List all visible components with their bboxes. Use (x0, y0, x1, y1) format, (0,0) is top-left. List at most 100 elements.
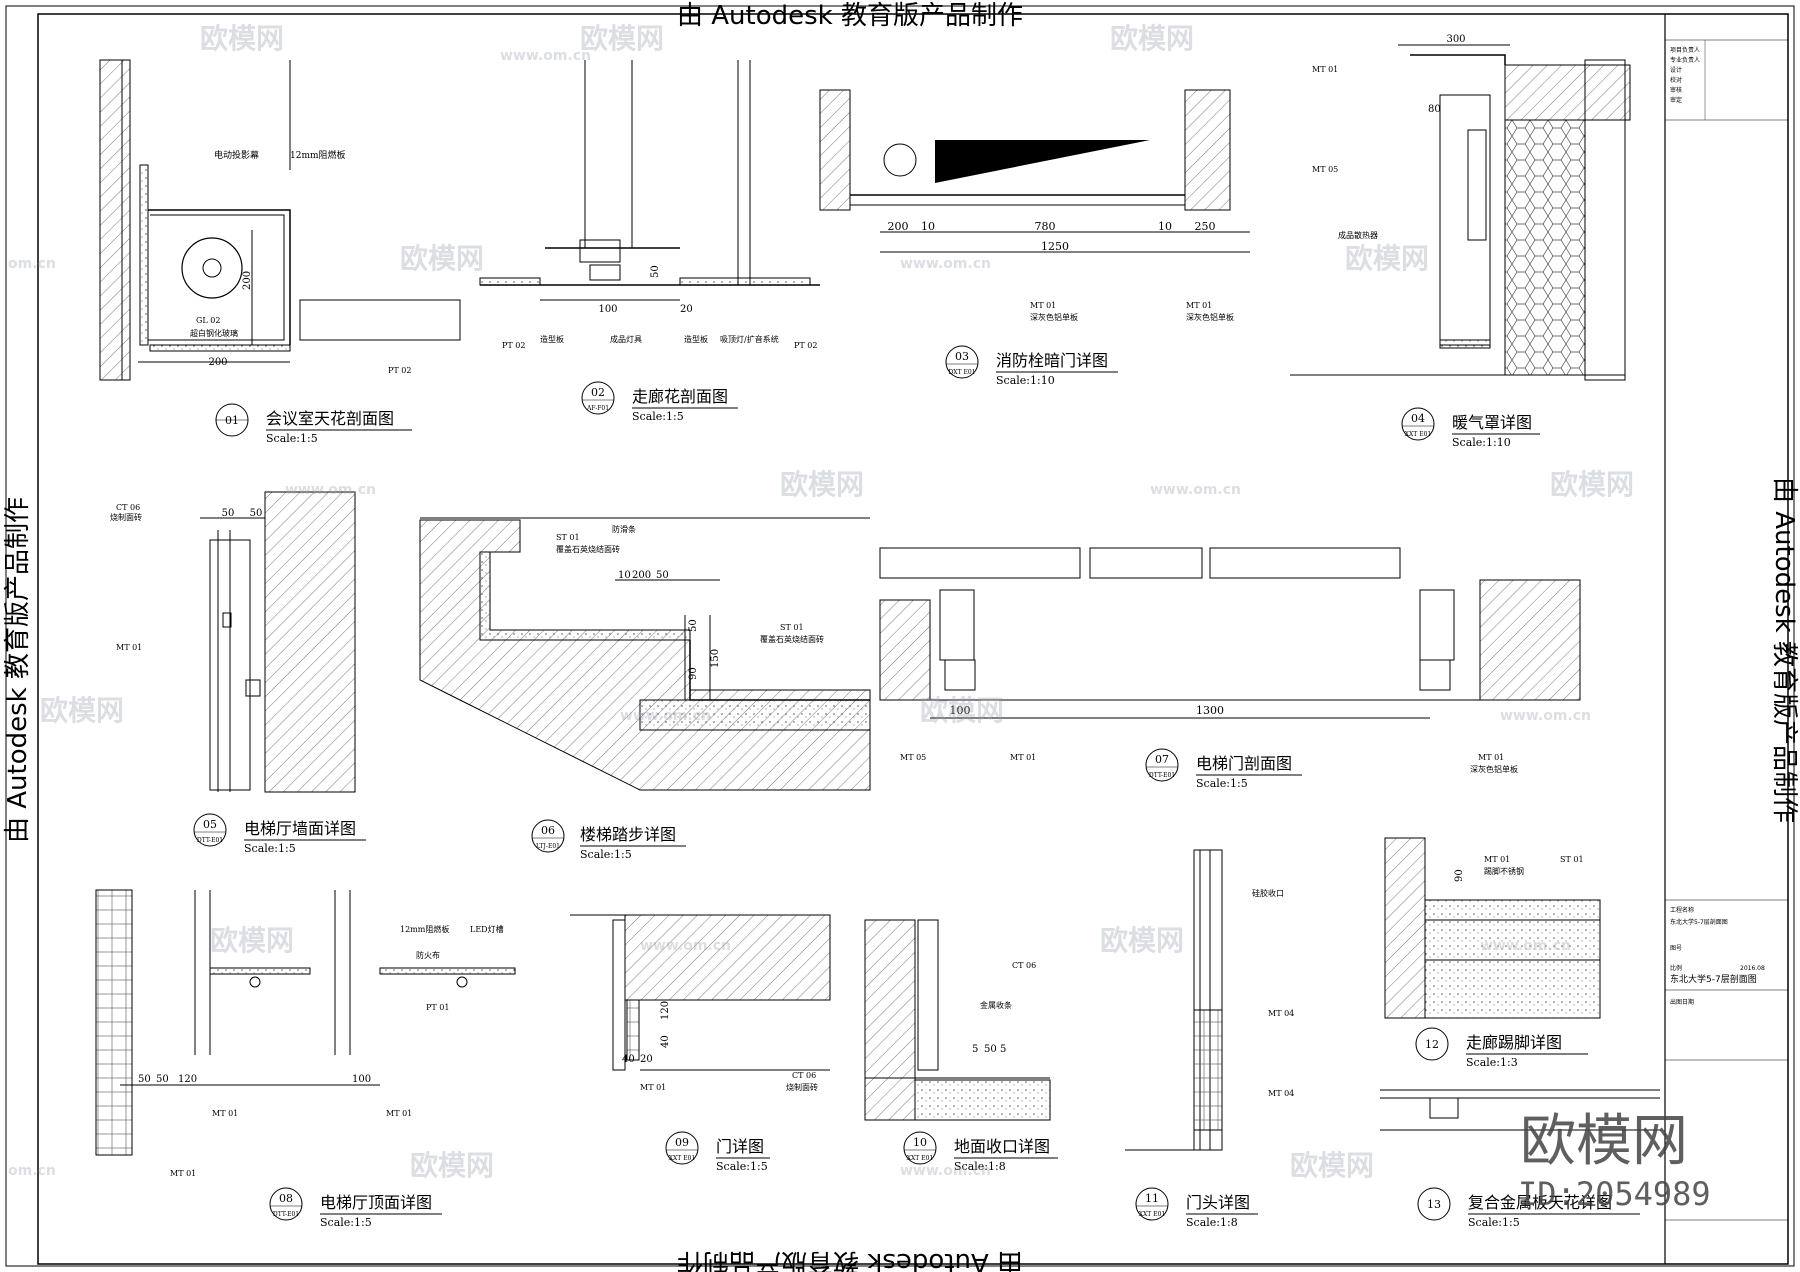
svg-text:10: 10 (618, 570, 631, 581)
svg-text:www.om.cn: www.om.cn (640, 938, 731, 954)
svg-text:PT 01: PT 01 (426, 1003, 449, 1012)
svg-text:Scale:1:5: Scale:1:5 (320, 1216, 372, 1229)
svg-text:欧模网: 欧模网 (400, 242, 484, 275)
svg-text:02: 02 (591, 386, 605, 399)
svg-text:Scale:1:5: Scale:1:5 (1468, 1216, 1520, 1229)
svg-text:成品散热器: 成品散热器 (1338, 230, 1378, 240)
svg-text:超白钢化玻璃: 超白钢化玻璃 (190, 328, 238, 338)
svg-text:06: 06 (541, 824, 555, 837)
svg-text:11: 11 (1145, 1192, 1159, 1205)
svg-text:MT 05: MT 05 (900, 753, 926, 762)
svg-text:100: 100 (352, 1074, 371, 1085)
svg-text:03: 03 (955, 350, 969, 363)
svg-text:ST 01: ST 01 (780, 623, 804, 632)
svg-text:欧模网: 欧模网 (40, 694, 124, 727)
svg-text:MT 01: MT 01 (1030, 301, 1056, 310)
svg-text:12mm阻燃板: 12mm阻燃板 (290, 149, 346, 161)
svg-text:审定: 审定 (1670, 96, 1682, 104)
svg-text:www.om.cn: www.om.cn (900, 1163, 991, 1179)
detail-12-title: 走廊踢脚详图 (1466, 1033, 1562, 1052)
svg-text:40: 40 (660, 1035, 671, 1048)
svg-text:10: 10 (921, 220, 935, 233)
detail-13-title: 复合金属板天花详图 (1468, 1193, 1612, 1212)
svg-text:MT 01: MT 01 (640, 1083, 666, 1092)
svg-text:DTT-E01: DTT-E01 (273, 1211, 299, 1218)
svg-text:烧制面砖: 烧制面砖 (786, 1082, 818, 1092)
detail-06-drawing: 10 200 50 50 150 90 ST 01 覆盖石英烧结面砖 防滑条 S… (419, 517, 871, 791)
edu-stamp-right: 由 Autodesk 教育版产品制作 (1769, 477, 1799, 823)
svg-text:1250: 1250 (1041, 240, 1069, 253)
detail-08-title: 电梯厅顶面详图 (320, 1193, 432, 1212)
svg-text:MT 01: MT 01 (1186, 301, 1212, 310)
svg-text:Scale:1:8: Scale:1:8 (954, 1160, 1006, 1173)
svg-text:AF-F01: AF-F01 (586, 405, 609, 412)
svg-text:Scale:1:10: Scale:1:10 (996, 374, 1055, 387)
svg-text:www.om.cn: www.om.cn (285, 482, 376, 498)
svg-text:PT 02: PT 02 (794, 341, 817, 350)
svg-text:CT 06: CT 06 (792, 1071, 816, 1080)
detail-07-title: 电梯门剖面图 (1196, 754, 1292, 773)
svg-text:200: 200 (242, 271, 253, 290)
svg-text:GL 02: GL 02 (196, 316, 220, 325)
svg-text:50: 50 (650, 265, 661, 278)
svg-text:比例: 比例 (1670, 964, 1682, 972)
svg-text:吸顶灯/扩音系统: 吸顶灯/扩音系统 (720, 334, 779, 344)
svg-text:审核: 审核 (1670, 86, 1682, 94)
svg-text:DTT-E01: DTT-E01 (197, 837, 223, 844)
svg-text:欧模网: 欧模网 (410, 1149, 494, 1182)
svg-text:MT 01: MT 01 (212, 1109, 238, 1118)
svg-text:200: 200 (208, 357, 227, 368)
detail-05-title: 电梯厅墙面详图 (244, 819, 356, 838)
svg-text:欧模网: 欧模网 (1345, 242, 1429, 275)
svg-text:欧模网: 欧模网 (200, 22, 284, 55)
detail-04-drawing: 300 80 MT 01 MT 05 成品散热器 (1290, 34, 1631, 381)
svg-text:12mm阻燃板: 12mm阻燃板 (400, 924, 449, 934)
svg-text:50: 50 (156, 1074, 169, 1085)
edu-stamp-top: 由 Autodesk 教育版产品制作 (677, 1, 1023, 31)
detail-03-title: 消防栓暗门详图 (996, 351, 1108, 370)
detail-09-title: 门详图 (716, 1137, 764, 1156)
svg-text:Scale:1:8: Scale:1:8 (1186, 1216, 1238, 1229)
detail-01-drawing: 200 200 电动投影幕 12mm阻燃板 GL 02 超白钢化玻璃 PT 02 (99, 59, 461, 381)
detail-04-title: 暖气罩详图 (1452, 413, 1532, 432)
svg-text:om.cn: om.cn (8, 256, 56, 272)
svg-text:ST 01: ST 01 (1560, 855, 1584, 864)
detail-13-drawing (1380, 1089, 1660, 1131)
svg-text:50: 50 (656, 570, 669, 581)
svg-text:硅胶收口: 硅胶收口 (1252, 888, 1284, 898)
svg-text:09: 09 (675, 1136, 689, 1149)
svg-text:PT 02: PT 02 (388, 366, 411, 375)
svg-text:2016.08: 2016.08 (1740, 965, 1765, 972)
svg-text:欧模网: 欧模网 (780, 468, 864, 501)
svg-text:覆盖石英烧结面砖: 覆盖石英烧结面砖 (556, 544, 620, 554)
detail-12-label: 12 走廊踢脚详图 Scale:1:3 (1415, 1027, 1588, 1069)
svg-text:XXT E01: XXT E01 (669, 1155, 695, 1162)
detail-10-label: 10 XXT E01 地面收口详图 Scale:1:8 (903, 1131, 1058, 1173)
svg-text:08: 08 (279, 1192, 293, 1205)
svg-text:MT 01: MT 01 (116, 643, 142, 652)
detail-05-drawing: 50 50 CT 06 烧制面砖 MT 01 (110, 491, 356, 793)
detail-06-label: 06 LTJ-E01 楼梯踏步详图 Scale:1:5 (531, 819, 686, 861)
detail-03-label: 03 DXT E01 消防栓暗门详图 Scale:1:10 (945, 345, 1118, 387)
svg-text:XXT E01: XXT E01 (1405, 431, 1431, 438)
svg-text:欧模网: 欧模网 (1550, 468, 1634, 501)
edu-stamp-bottom: 由 Autodesk 教育版产品制作 (677, 1247, 1023, 1272)
svg-text:05: 05 (203, 818, 217, 831)
detail-11-drawing: 硅胶收口 MT 04 MT 04 (1125, 849, 1294, 1151)
svg-text:200: 200 (632, 570, 651, 581)
title-block: 项目负责人 专业负责人 设计 校对 审核 审定 工程名称 东北大学5-7层剖面图… (1665, 39, 1788, 1221)
svg-text:50: 50 (250, 508, 263, 519)
detail-07-label: 07 DTT-E01 电梯门剖面图 Scale:1:5 (1145, 748, 1302, 790)
detail-02-title: 走廊花剖面图 (632, 387, 728, 406)
svg-text:LTJ-E01: LTJ-E01 (536, 843, 560, 850)
svg-text:01: 01 (225, 414, 239, 427)
svg-text:踢脚不锈钢: 踢脚不锈钢 (1484, 866, 1524, 876)
svg-text:设计: 设计 (1670, 66, 1682, 74)
svg-text:50: 50 (222, 508, 235, 519)
svg-text:1300: 1300 (1196, 704, 1224, 717)
svg-text:LED灯槽: LED灯槽 (470, 924, 504, 934)
svg-text:300: 300 (1446, 34, 1465, 45)
svg-text:MT 01: MT 01 (1484, 855, 1510, 864)
svg-text:专业负责人: 专业负责人 (1670, 56, 1700, 64)
